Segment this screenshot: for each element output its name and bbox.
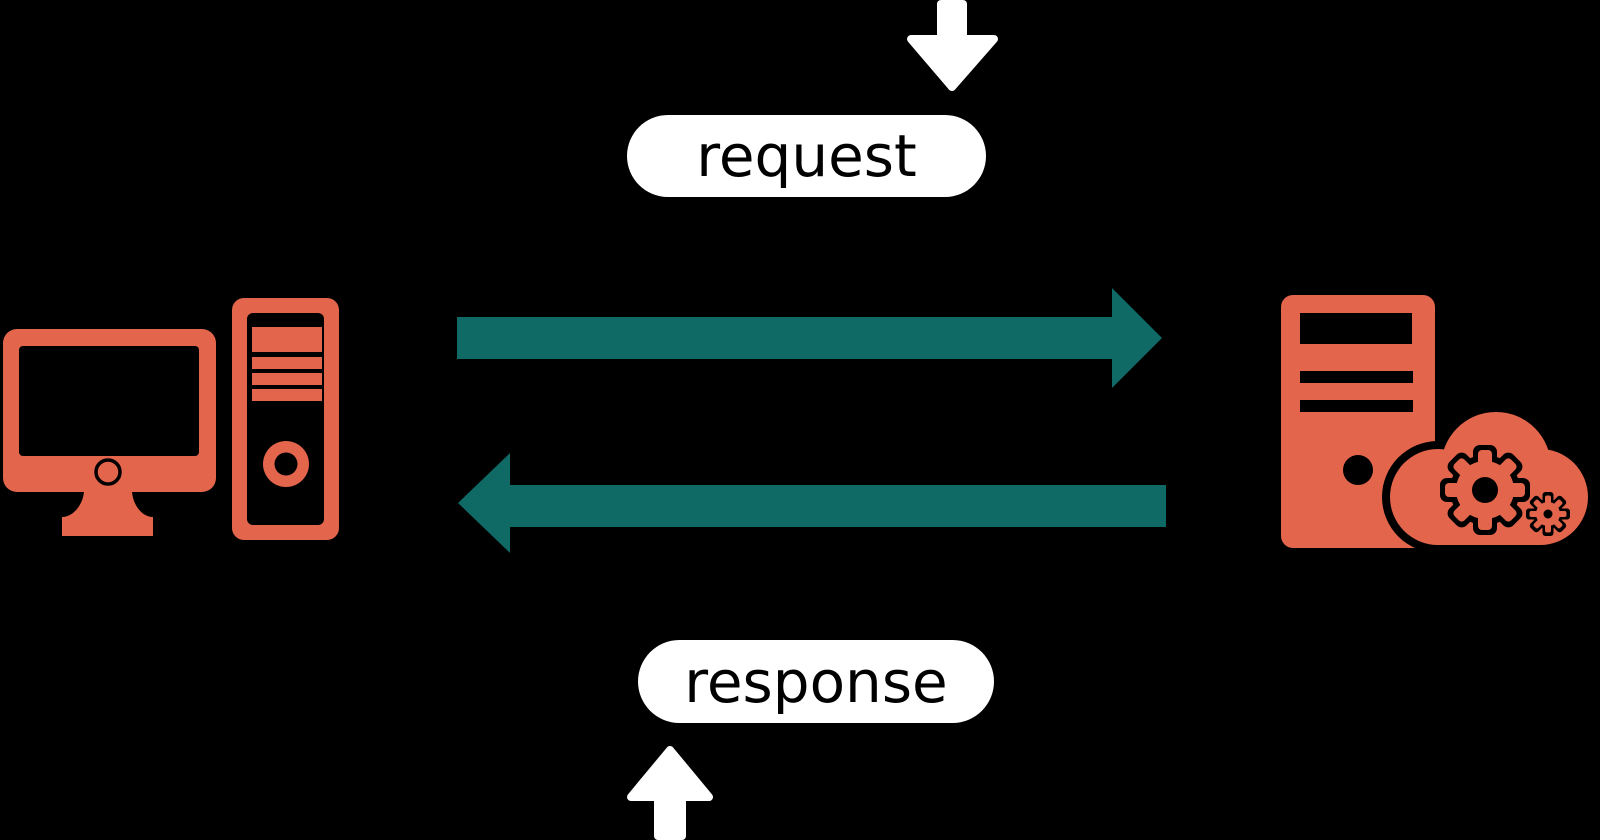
monitor-stand: [62, 490, 153, 536]
gear-hub-hole: [1543, 509, 1553, 519]
gear-hub-hole: [1472, 477, 1498, 503]
response-label-pill: response: [638, 640, 994, 723]
monitor-screen: [19, 346, 199, 456]
monitor-button-icon: [94, 458, 122, 486]
request-arrow: [457, 288, 1162, 388]
server-vent: [1300, 371, 1413, 383]
client-tower-vent: [252, 389, 322, 401]
request-label: request: [696, 122, 917, 190]
cloud-icon: [1382, 404, 1596, 553]
client-tower-bay: [252, 327, 322, 352]
arrow-down-stem: [937, 0, 967, 42]
desktop-computer-icon: [3, 298, 339, 540]
arrow-down-head: [907, 35, 998, 91]
arrow-up-stem: [654, 797, 686, 840]
arrow-up-icon: [627, 746, 713, 840]
server-bay: [1300, 313, 1412, 344]
client-power-button-hole: [274, 452, 298, 476]
server-power-button-icon: [1343, 455, 1373, 485]
request-label-pill: request: [627, 115, 986, 197]
server-tower-with-cloud-gears-icon: [1281, 295, 1596, 553]
response-arrow: [458, 453, 1166, 553]
gear-icon-small: [1526, 492, 1570, 536]
arrow-up-head: [627, 746, 713, 801]
server-vent: [1300, 400, 1413, 412]
arrow-down-icon: [907, 0, 998, 91]
client-tower-vent: [252, 357, 322, 369]
response-label: response: [684, 647, 948, 716]
gear-icon: [1440, 445, 1530, 535]
client-tower-vent: [252, 373, 322, 385]
